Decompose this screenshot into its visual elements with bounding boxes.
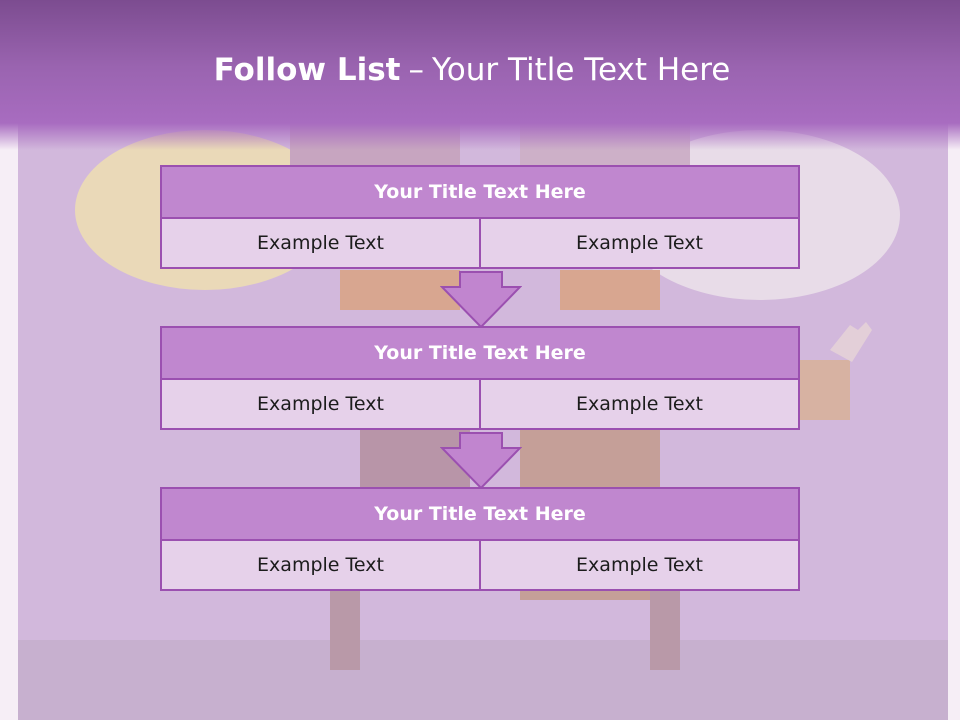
slide-title-bold: Follow List bbox=[213, 52, 401, 88]
slide-title: Follow List–Your Title Text Here bbox=[0, 52, 944, 88]
step-row: Example Text Example Text bbox=[160, 380, 800, 430]
step-title: Your Title Text Here bbox=[160, 326, 800, 380]
step-cell-left: Example Text bbox=[257, 232, 384, 254]
down-arrow-icon bbox=[440, 432, 522, 490]
step-cell-left: Example Text bbox=[257, 393, 384, 415]
step-title: Your Title Text Here bbox=[160, 487, 800, 541]
step-box-2: Your Title Text Here Example Text Exampl… bbox=[160, 326, 800, 430]
slide-title-rest: Your Title Text Here bbox=[431, 52, 731, 88]
step-box-3: Your Title Text Here Example Text Exampl… bbox=[160, 487, 800, 591]
step-cell-left: Example Text bbox=[257, 554, 384, 576]
step-cell-right: Example Text bbox=[479, 541, 798, 589]
step-row: Example Text Example Text bbox=[160, 541, 800, 591]
step-cell-right: Example Text bbox=[479, 380, 798, 428]
step-row: Example Text Example Text bbox=[160, 219, 800, 269]
slide-title-separator: – bbox=[408, 52, 424, 88]
step-cell-right: Example Text bbox=[479, 219, 798, 267]
down-arrow-icon bbox=[440, 271, 522, 329]
step-box-1: Your Title Text Here Example Text Exampl… bbox=[160, 165, 800, 269]
step-title: Your Title Text Here bbox=[160, 165, 800, 219]
title-bar bbox=[0, 0, 960, 150]
